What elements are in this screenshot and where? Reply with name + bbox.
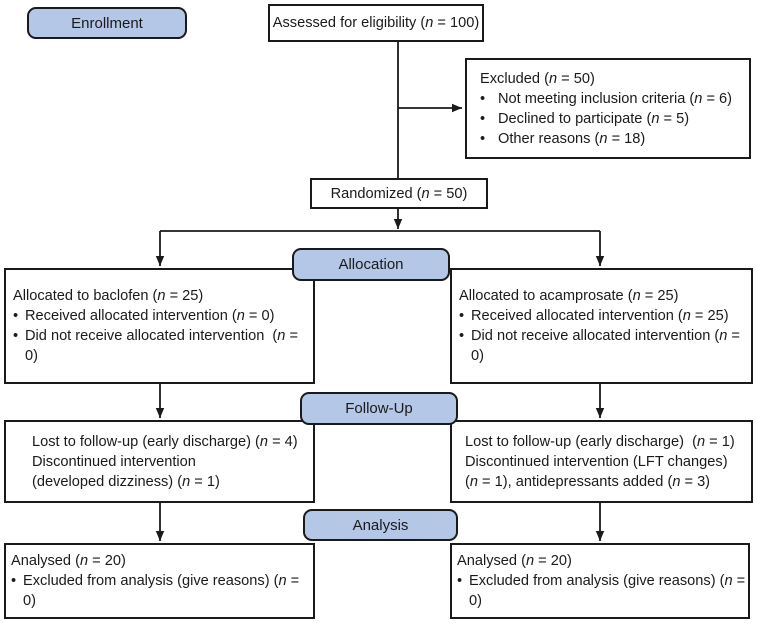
bullet-icon: • — [459, 308, 465, 324]
alloc-left-title: Allocated to baclofen (n = 25) — [13, 288, 204, 304]
analysed-baclofen-box: Analysed (n = 20) • Excluded from analys… — [4, 543, 315, 619]
excluded-title: Excluded (n = 50) — [480, 70, 595, 87]
analysis-right-title: Analysed (n = 20) — [457, 553, 572, 569]
analysis-right-bullet-1: • Excluded from analysis (give reasons) … — [457, 573, 750, 609]
assessed-text: Assessed for eligibility (n = 100) — [272, 15, 480, 31]
analysis-stage-text: Analysis — [352, 516, 409, 534]
bullet-icon: • — [459, 328, 465, 344]
excluded-box: Excluded (n = 50) • Not meeting inclusio… — [465, 58, 751, 159]
followup-stage-text: Follow-Up — [345, 400, 413, 417]
alloc-right-bullet-1: • Received allocated intervention (n = 2… — [459, 308, 729, 324]
excluded-bullet-3: • Other reasons (n = 18) — [480, 130, 646, 147]
alloc-right-bullet-2: • Did not receive allocated intervention… — [459, 328, 744, 364]
bullet-icon: • — [480, 130, 486, 147]
alloc-left-bullet-2: • Did not receive allocated intervention… — [13, 328, 303, 364]
bullet-icon: • — [480, 110, 486, 127]
alloc-left-bullet-1: • Received allocated intervention (n = 0… — [13, 308, 275, 324]
allocation-stage-text: Allocation — [338, 256, 404, 273]
analysis-stage-label: Analysis — [303, 509, 458, 541]
bullet-icon: • — [457, 573, 463, 589]
alloc-right-title: Allocated to acamprosate (n = 25) — [459, 288, 679, 304]
randomized-text: Randomized (n = 50) — [330, 185, 468, 202]
allocation-stage-label: Allocation — [292, 248, 450, 281]
enrollment-stage-text: Enrollment — [71, 14, 143, 32]
assessed-box: Assessed for eligibility (n = 100) — [268, 4, 484, 42]
followup-baclofen-box: Lost to follow-up (early discharge) (n =… — [4, 420, 315, 503]
bullet-icon: • — [13, 328, 19, 344]
analysed-acamprosate-box: Analysed (n = 20) • Excluded from analys… — [450, 543, 750, 619]
allocated-baclofen-box: Allocated to baclofen (n = 25) • Receive… — [4, 268, 315, 384]
bullet-icon: • — [11, 573, 17, 589]
bullet-icon: • — [13, 308, 19, 324]
randomized-box: Randomized (n = 50) — [310, 178, 488, 209]
enrollment-stage-label: Enrollment — [27, 7, 187, 39]
followup-acamprosate-box: Lost to follow-up (early discharge) (n =… — [450, 420, 753, 503]
followup-stage-label: Follow-Up — [300, 392, 458, 425]
analysis-left-bullet-1: • Excluded from analysis (give reasons) … — [11, 573, 304, 609]
bullet-icon: • — [480, 90, 486, 107]
allocated-acamprosate-box: Allocated to acamprosate (n = 25) • Rece… — [450, 268, 753, 384]
analysis-left-title: Analysed (n = 20) — [11, 553, 126, 569]
excluded-bullet-2: • Declined to participate (n = 5) — [480, 110, 690, 127]
excluded-bullet-1: • Not meeting inclusion criteria (n = 6) — [480, 90, 733, 107]
